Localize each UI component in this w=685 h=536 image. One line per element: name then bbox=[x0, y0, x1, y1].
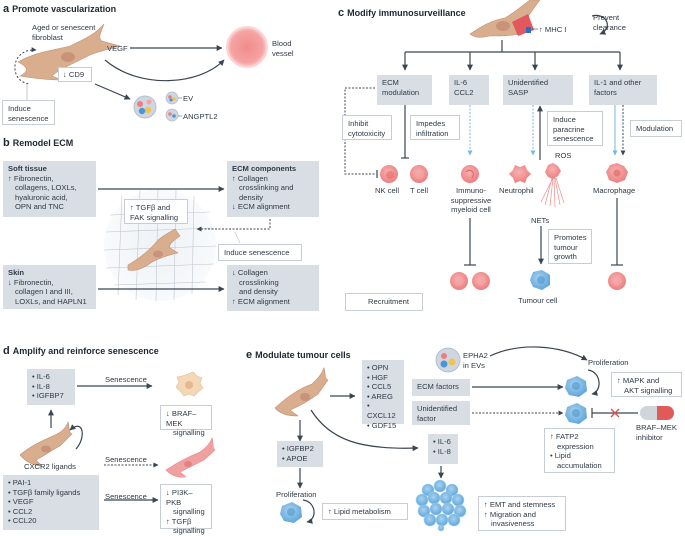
fibroblast-cell bbox=[469, 0, 541, 38]
fibroblast-cell bbox=[17, 23, 122, 81]
ev-large bbox=[133, 95, 157, 119]
autocrine-loop bbox=[14, 47, 37, 85]
induce-senescence-box: Induce senescence bbox=[218, 244, 302, 261]
angptl2-label: ANGPTL2 bbox=[183, 112, 218, 121]
nets-label: NETs bbox=[531, 216, 550, 225]
skin-box: Skin ↓ Fibronectin, collagen I and III, … bbox=[3, 265, 96, 309]
mhc-label: ↑ MHC I bbox=[539, 25, 567, 34]
tumour-cluster bbox=[415, 479, 467, 532]
modulation-box: Modulation bbox=[630, 120, 682, 137]
myeloid-cell bbox=[461, 165, 479, 183]
braf-mek-pill bbox=[640, 406, 674, 420]
panel-a-graphics bbox=[14, 23, 268, 122]
proliferation-label: Proliferation bbox=[588, 358, 629, 367]
ros-cell bbox=[545, 163, 561, 179]
panel-e-graphics bbox=[274, 346, 674, 532]
ros-label: ROS bbox=[555, 151, 572, 160]
nk-cell-label: NK cell bbox=[375, 186, 400, 195]
nets-strands bbox=[540, 177, 565, 208]
neutrophil-label: Neutrophil bbox=[499, 186, 534, 195]
ev-small bbox=[165, 91, 179, 105]
lipid-metabolism-box: ↑ Lipid metabolism bbox=[322, 503, 408, 520]
panel-d-graphics bbox=[19, 371, 216, 503]
pink-senescent-fibroblast bbox=[165, 437, 216, 478]
senescence-label: Senescence bbox=[105, 455, 147, 464]
il6-il8-box: IL-6IL-8 bbox=[428, 434, 458, 464]
proliferation-label: Proliferation bbox=[276, 490, 317, 499]
fibroblast-cell bbox=[127, 228, 181, 271]
macrophage-label: Macrophage bbox=[593, 186, 636, 195]
fibroblast-cell bbox=[19, 421, 73, 467]
angptl2-ev bbox=[165, 108, 179, 122]
ecm-factors-box: ECM factors bbox=[412, 379, 470, 396]
senescence-label: Senescence bbox=[105, 492, 147, 501]
neutrophil bbox=[509, 165, 531, 183]
recruitment-legend: Recruitment bbox=[345, 293, 423, 311]
soft-tissue-box: Soft tissue ↑ Fibronectin, collagens, LO… bbox=[3, 161, 96, 217]
senescence-label: Senescence bbox=[105, 375, 147, 384]
skin-result-box: ↓ Collagen crosslinking and density ↑ EC… bbox=[227, 265, 319, 311]
cxcr2-label: CXCR2 ligands bbox=[24, 462, 76, 471]
fibroblast-cell bbox=[274, 367, 329, 417]
ecm-components-box: ECM components ↑ Collagen crosslinking a… bbox=[227, 161, 319, 217]
epha2-ev bbox=[435, 347, 461, 373]
igfbp2-apoe-box: IGFBP2APOE bbox=[277, 441, 323, 467]
blood-vessel bbox=[226, 26, 268, 68]
blocked-x-icon bbox=[610, 408, 620, 418]
tumour-cell-label: Tumour cell bbox=[518, 296, 558, 305]
ev-label: EV bbox=[183, 94, 194, 103]
d-top-factors-box: IL-6IL-8IGFBP7 bbox=[27, 369, 75, 405]
d-bottom-factors-box: PAI-1TGFβ family ligandsVEGFCCL2CCL20 bbox=[3, 475, 99, 530]
cd9-box: ↓ CD9 bbox=[58, 67, 92, 82]
t-cell-label: T cell bbox=[410, 186, 429, 195]
vegf-label: VEGF bbox=[107, 44, 128, 53]
e-factor-list-box: OPNHGFCCL5AREGCXCL12GDF15 bbox=[362, 360, 404, 430]
